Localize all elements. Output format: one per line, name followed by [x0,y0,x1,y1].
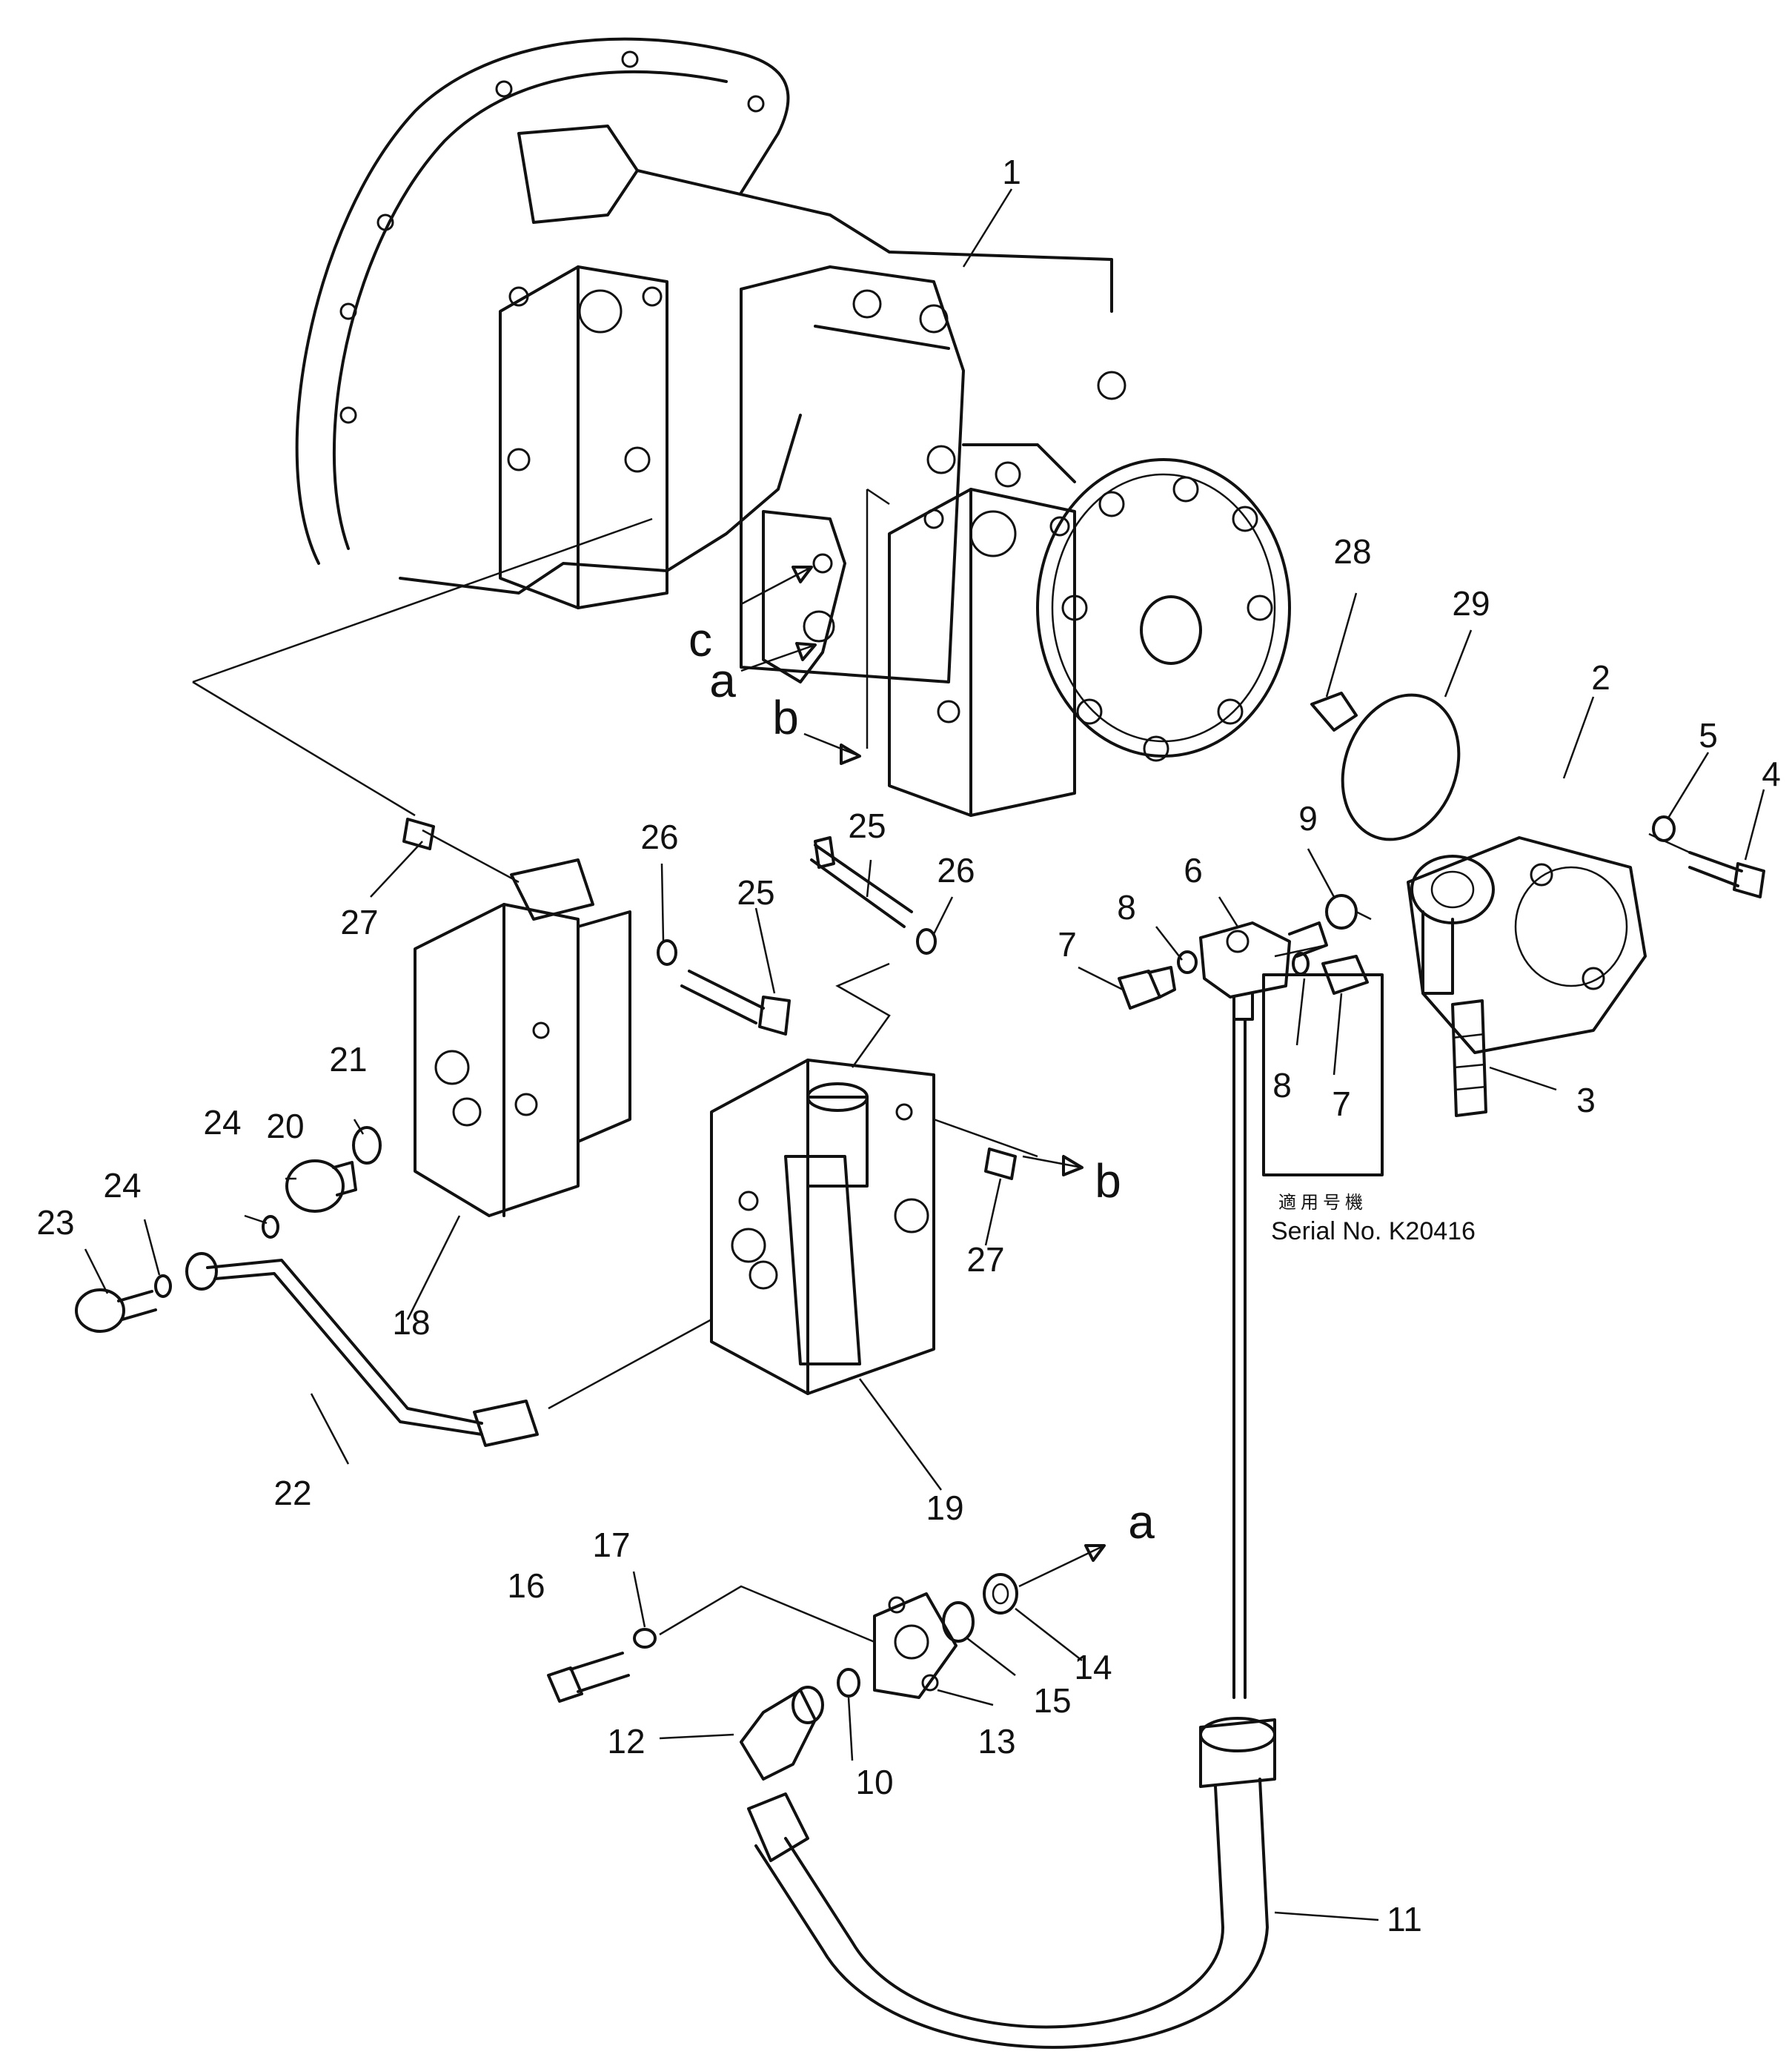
label-12: 12 [607,1722,645,1761]
plug-7b [1321,955,1369,995]
o-ring-10 [837,1668,860,1698]
label-28: 28 [1333,532,1371,571]
coupling-28 [1310,692,1358,732]
o-ring-8a [1177,950,1198,974]
connector-letters: c a b b a [688,613,1155,1549]
label-13: 13 [978,1722,1015,1761]
assembly-lines [192,488,1690,1410]
label-21: 21 [329,1040,367,1079]
gear-pump [1407,836,1647,1054]
elbow-6 [1199,921,1328,1021]
plug-7a [1118,966,1176,1010]
label-16: 16 [507,1566,545,1605]
label-8b: 8 [1272,1066,1292,1105]
label-24a: 24 [203,1103,241,1142]
serial-variant-box [1262,973,1384,1176]
label-22: 22 [273,1474,311,1512]
bolt-4 [1688,851,1765,898]
label-25a: 25 [848,807,886,845]
o-ring-9 [1325,894,1358,930]
label-26b: 26 [937,851,975,890]
o-ring-8b [1292,952,1310,976]
leader-lines [84,188,1765,1921]
relief-valve-3 [1451,999,1487,1117]
flange-13 [873,1592,958,1699]
label-8a: 8 [1117,888,1136,927]
adapter-14 [983,1573,1018,1615]
label-17: 17 [592,1526,630,1564]
label-26a: 26 [640,818,678,856]
bolt-25a [680,970,791,1036]
bolt-23 [75,1288,157,1333]
snap-ring-26b [916,928,937,955]
connector-arrows [740,566,1106,1588]
plug-20 [285,1159,357,1213]
label-27a: 27 [340,903,378,941]
label-18: 18 [392,1303,430,1342]
connector-c: c [688,613,712,666]
o-ring-21 [352,1126,382,1165]
valve-block-19 [710,1059,935,1395]
label-25b: 25 [737,873,774,912]
label-3: 3 [1576,1081,1596,1119]
label-6: 6 [1184,851,1203,890]
connector-a-flange: a [1128,1495,1155,1549]
bolt-16 [547,1652,630,1703]
label-24b: 24 [103,1166,141,1205]
label-14: 14 [1074,1648,1112,1686]
label-1: 1 [1002,153,1021,191]
pin-27b [984,1148,1017,1180]
washer-17 [633,1628,657,1649]
connector-b-valve: b [1095,1154,1121,1208]
serial-number: Serial No. K20416 [1271,1217,1476,1245]
part-labels: 1 2 3 4 5 6 7 7 8 8 9 10 11 12 13 14 15 … [36,153,1780,1938]
connector-b-pump: b [772,691,799,744]
label-4: 4 [1762,755,1781,793]
label-2: 2 [1591,658,1610,697]
serial-applicable-jp: 適用号機 [1278,1192,1367,1213]
o-ring-24b [154,1274,172,1298]
label-5: 5 [1699,716,1718,755]
label-11: 11 [1387,1900,1422,1938]
o-ring-24a [262,1215,279,1239]
bolt-25b [810,836,913,928]
tube-22 [185,1252,539,1447]
o-ring-15 [942,1601,975,1643]
label-7b: 7 [1332,1085,1351,1123]
label-29: 29 [1452,584,1490,623]
snap-ring-26a [657,939,677,966]
label-27b: 27 [966,1240,1004,1279]
pin-27a [402,818,435,850]
hose-11 [747,1018,1276,2049]
label-10: 10 [855,1763,893,1801]
valve-block-18 [414,858,631,1217]
label-20: 20 [266,1107,304,1145]
o-ring-29 [1341,693,1461,841]
assembly-line-17 [659,1585,875,1643]
elbow-12 [740,1686,824,1781]
label-23: 23 [36,1203,74,1242]
label-9: 9 [1298,799,1318,838]
connector-a-pump: a [709,654,736,707]
label-15: 15 [1033,1681,1071,1720]
label-19: 19 [926,1489,963,1527]
main-pump-assembly [295,37,1291,817]
label-7a: 7 [1058,925,1077,964]
